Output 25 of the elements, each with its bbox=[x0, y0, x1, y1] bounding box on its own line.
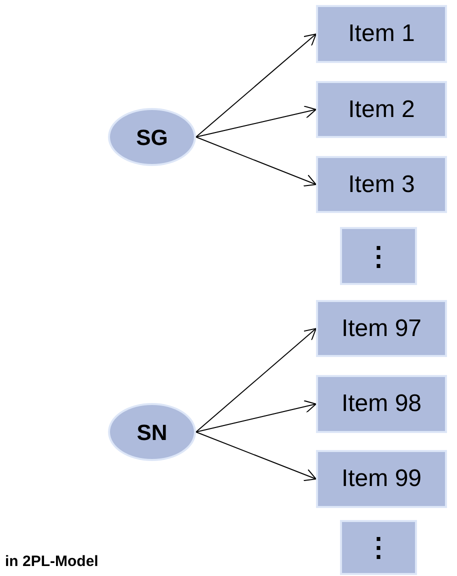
item-label: Item 99 bbox=[341, 464, 422, 494]
ellipsis-box bbox=[340, 520, 417, 575]
item-label: Item 98 bbox=[341, 389, 422, 419]
note-text: in 2PL-Model bbox=[5, 552, 98, 572]
node-label: SN bbox=[136, 418, 168, 446]
arrow bbox=[196, 432, 316, 482]
ellipsis-label: ⋮ bbox=[366, 531, 392, 564]
ellipsis-box bbox=[340, 227, 417, 285]
item-label: Item 3 bbox=[348, 170, 415, 200]
arrow bbox=[196, 34, 316, 138]
arrow bbox=[196, 136, 316, 187]
item-box bbox=[316, 450, 447, 508]
ellipsis-label: ⋮ bbox=[366, 240, 392, 272]
item-label: Item 1 bbox=[348, 19, 415, 49]
arrow bbox=[196, 328, 316, 432]
node-label: SG bbox=[136, 124, 168, 152]
arrow bbox=[196, 400, 316, 432]
arrow bbox=[196, 106, 316, 138]
item-box bbox=[316, 375, 447, 433]
item-box bbox=[316, 156, 447, 213]
item-label: Item 97 bbox=[341, 314, 422, 344]
item-box bbox=[316, 5, 447, 63]
item-label: Item 2 bbox=[348, 94, 415, 124]
item-box bbox=[316, 81, 447, 138]
item-box bbox=[316, 300, 447, 357]
